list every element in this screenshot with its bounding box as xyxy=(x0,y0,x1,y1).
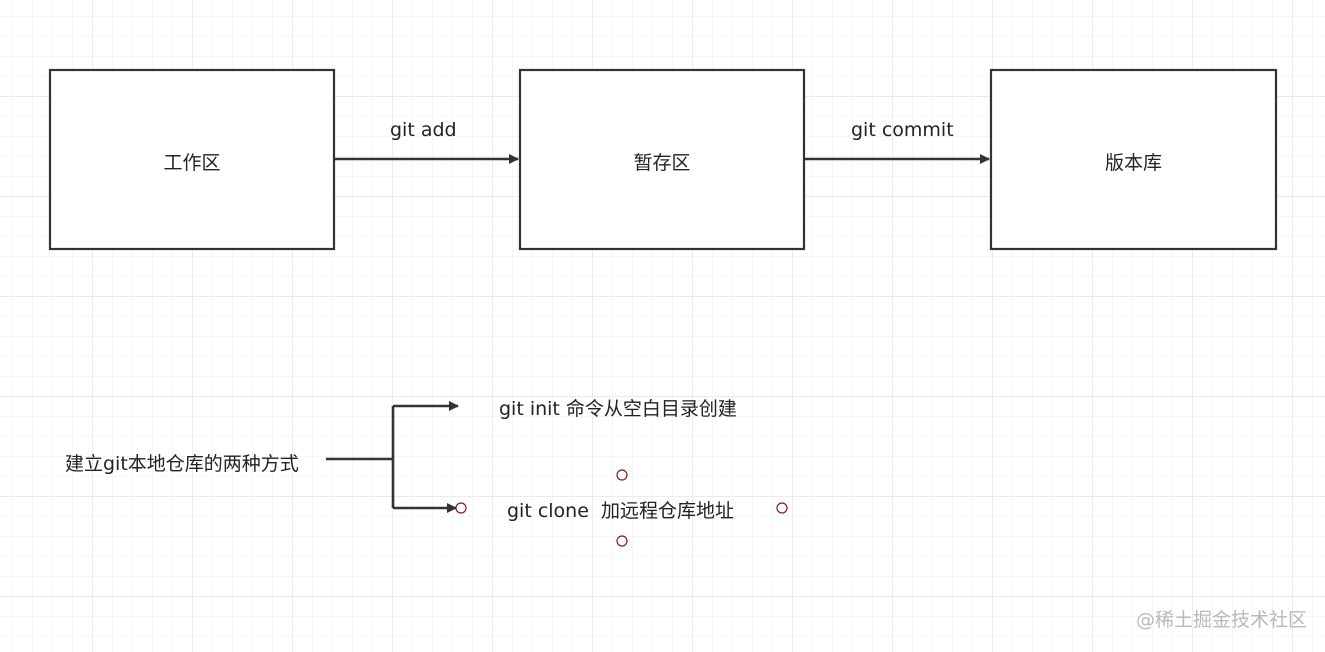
box-repository-label: 版本库 xyxy=(1104,152,1162,174)
box-staging-label: 暂存区 xyxy=(633,152,691,174)
branch-root-label: 建立git本地仓库的两种方式 xyxy=(65,453,299,475)
box-staging[interactable] xyxy=(518,68,806,251)
box-repository[interactable] xyxy=(989,68,1278,251)
selection-handle-right[interactable] xyxy=(776,502,788,514)
selection-handle-left[interactable] xyxy=(455,502,467,514)
selection-handle-bottom[interactable] xyxy=(616,535,628,547)
arrow-commit-label: git commit xyxy=(851,119,954,141)
branch-option-clone[interactable]: git clone 加远程仓库地址 xyxy=(507,500,734,522)
arrow-add-label: git add xyxy=(390,119,457,141)
box-workspace-label: 工作区 xyxy=(163,152,221,174)
selection-handle-top[interactable] xyxy=(616,469,628,481)
branch-option-init: git init 命令从空白目录创建 xyxy=(499,398,737,420)
box-workspace[interactable] xyxy=(48,68,336,251)
watermark: @稀土掘金技术社区 xyxy=(1135,609,1307,631)
